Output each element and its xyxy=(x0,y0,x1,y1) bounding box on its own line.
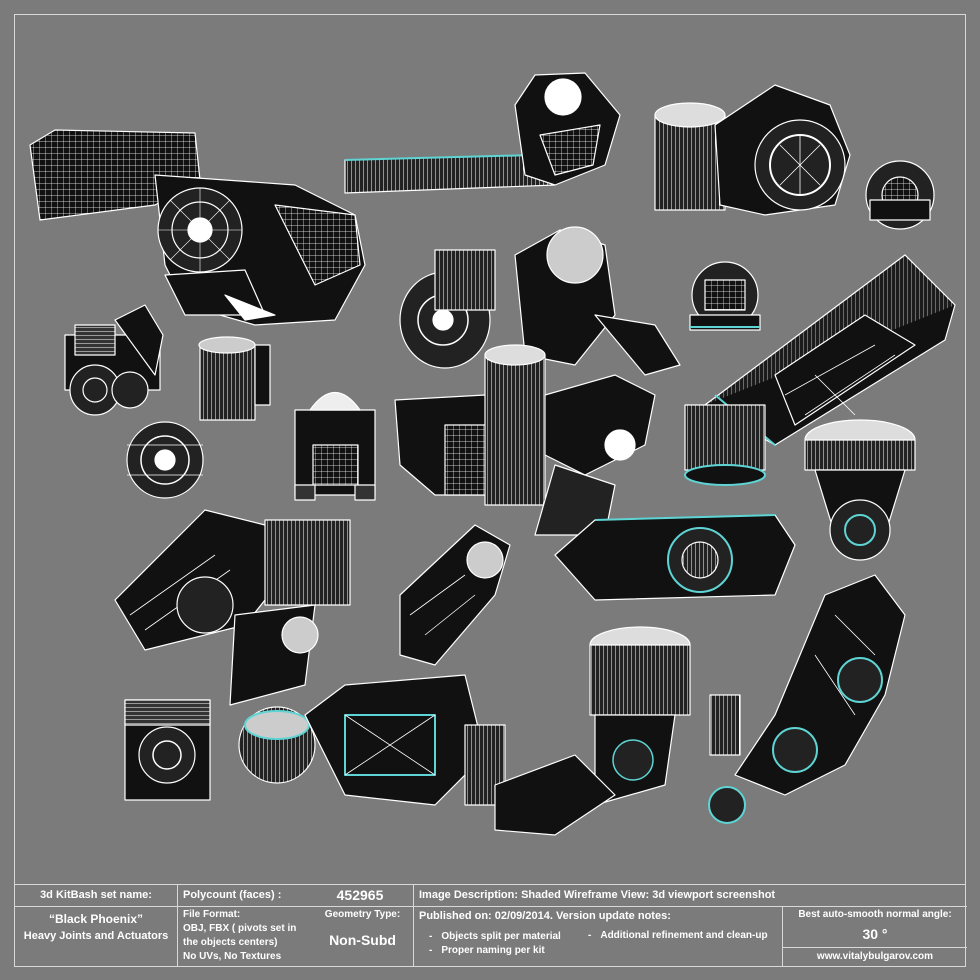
info-panel: 3d KitBash set name: “Black Phoenix” Hea… xyxy=(14,884,967,967)
geometry-value: Non-Subd xyxy=(329,932,396,948)
file-format-line1: OBJ, FBX ( pivots set in xyxy=(183,923,297,934)
part-small-joint-1 xyxy=(64,304,164,416)
part-bracket xyxy=(124,699,211,801)
polycount-label: Polycount (faces) : xyxy=(183,889,282,901)
part-pump-assembly xyxy=(654,84,935,230)
part-elbow-cylinders xyxy=(399,249,496,369)
set-name: “Black Phoenix” xyxy=(48,912,144,926)
set-subtitle: Heavy Joints and Actuators xyxy=(23,930,169,942)
website-link[interactable]: www.vitalybulgarov.com xyxy=(816,951,934,962)
part-bolt-actuator xyxy=(554,514,796,601)
polycount-value: 452965 xyxy=(336,887,384,903)
part-chain-arm xyxy=(708,574,906,824)
part-dome xyxy=(689,261,761,331)
part-cylinder-1 xyxy=(198,336,271,421)
geometry-label: Geometry Type: xyxy=(324,909,401,920)
part-round-hub xyxy=(126,421,204,499)
smooth-angle-value: 30 ° xyxy=(862,926,888,942)
smooth-angle-label: Best auto-smooth normal angle: xyxy=(798,909,952,920)
part-angled-arm xyxy=(344,72,621,194)
part-actuator-1 xyxy=(29,129,366,326)
part-piston-large xyxy=(238,674,506,806)
set-name-label: 3d KitBash set name: xyxy=(40,889,152,901)
published-date: Published on: 02/09/2014. Version update… xyxy=(419,910,671,922)
part-lower-arm xyxy=(399,524,511,666)
note-item: Proper naming per kit xyxy=(429,944,544,958)
file-format-label: File Format: xyxy=(183,909,241,920)
part-piston-column xyxy=(494,626,691,836)
note-item: Additional refinement and clean-up xyxy=(588,929,767,943)
viewport-render xyxy=(15,15,965,884)
note-item: Objects split per material xyxy=(429,930,561,944)
file-format-line2: the objects centers) xyxy=(183,937,278,948)
part-robot-head xyxy=(294,392,376,501)
part-mount-cylinder xyxy=(804,419,916,561)
part-central-assembly xyxy=(394,226,681,536)
part-leg-actuator xyxy=(114,509,351,706)
part-diagonal-strut xyxy=(684,254,956,486)
image-description: Image Description: Shaded Wireframe View… xyxy=(419,889,776,901)
file-format-line3: No UVs, No Textures xyxy=(183,951,282,962)
